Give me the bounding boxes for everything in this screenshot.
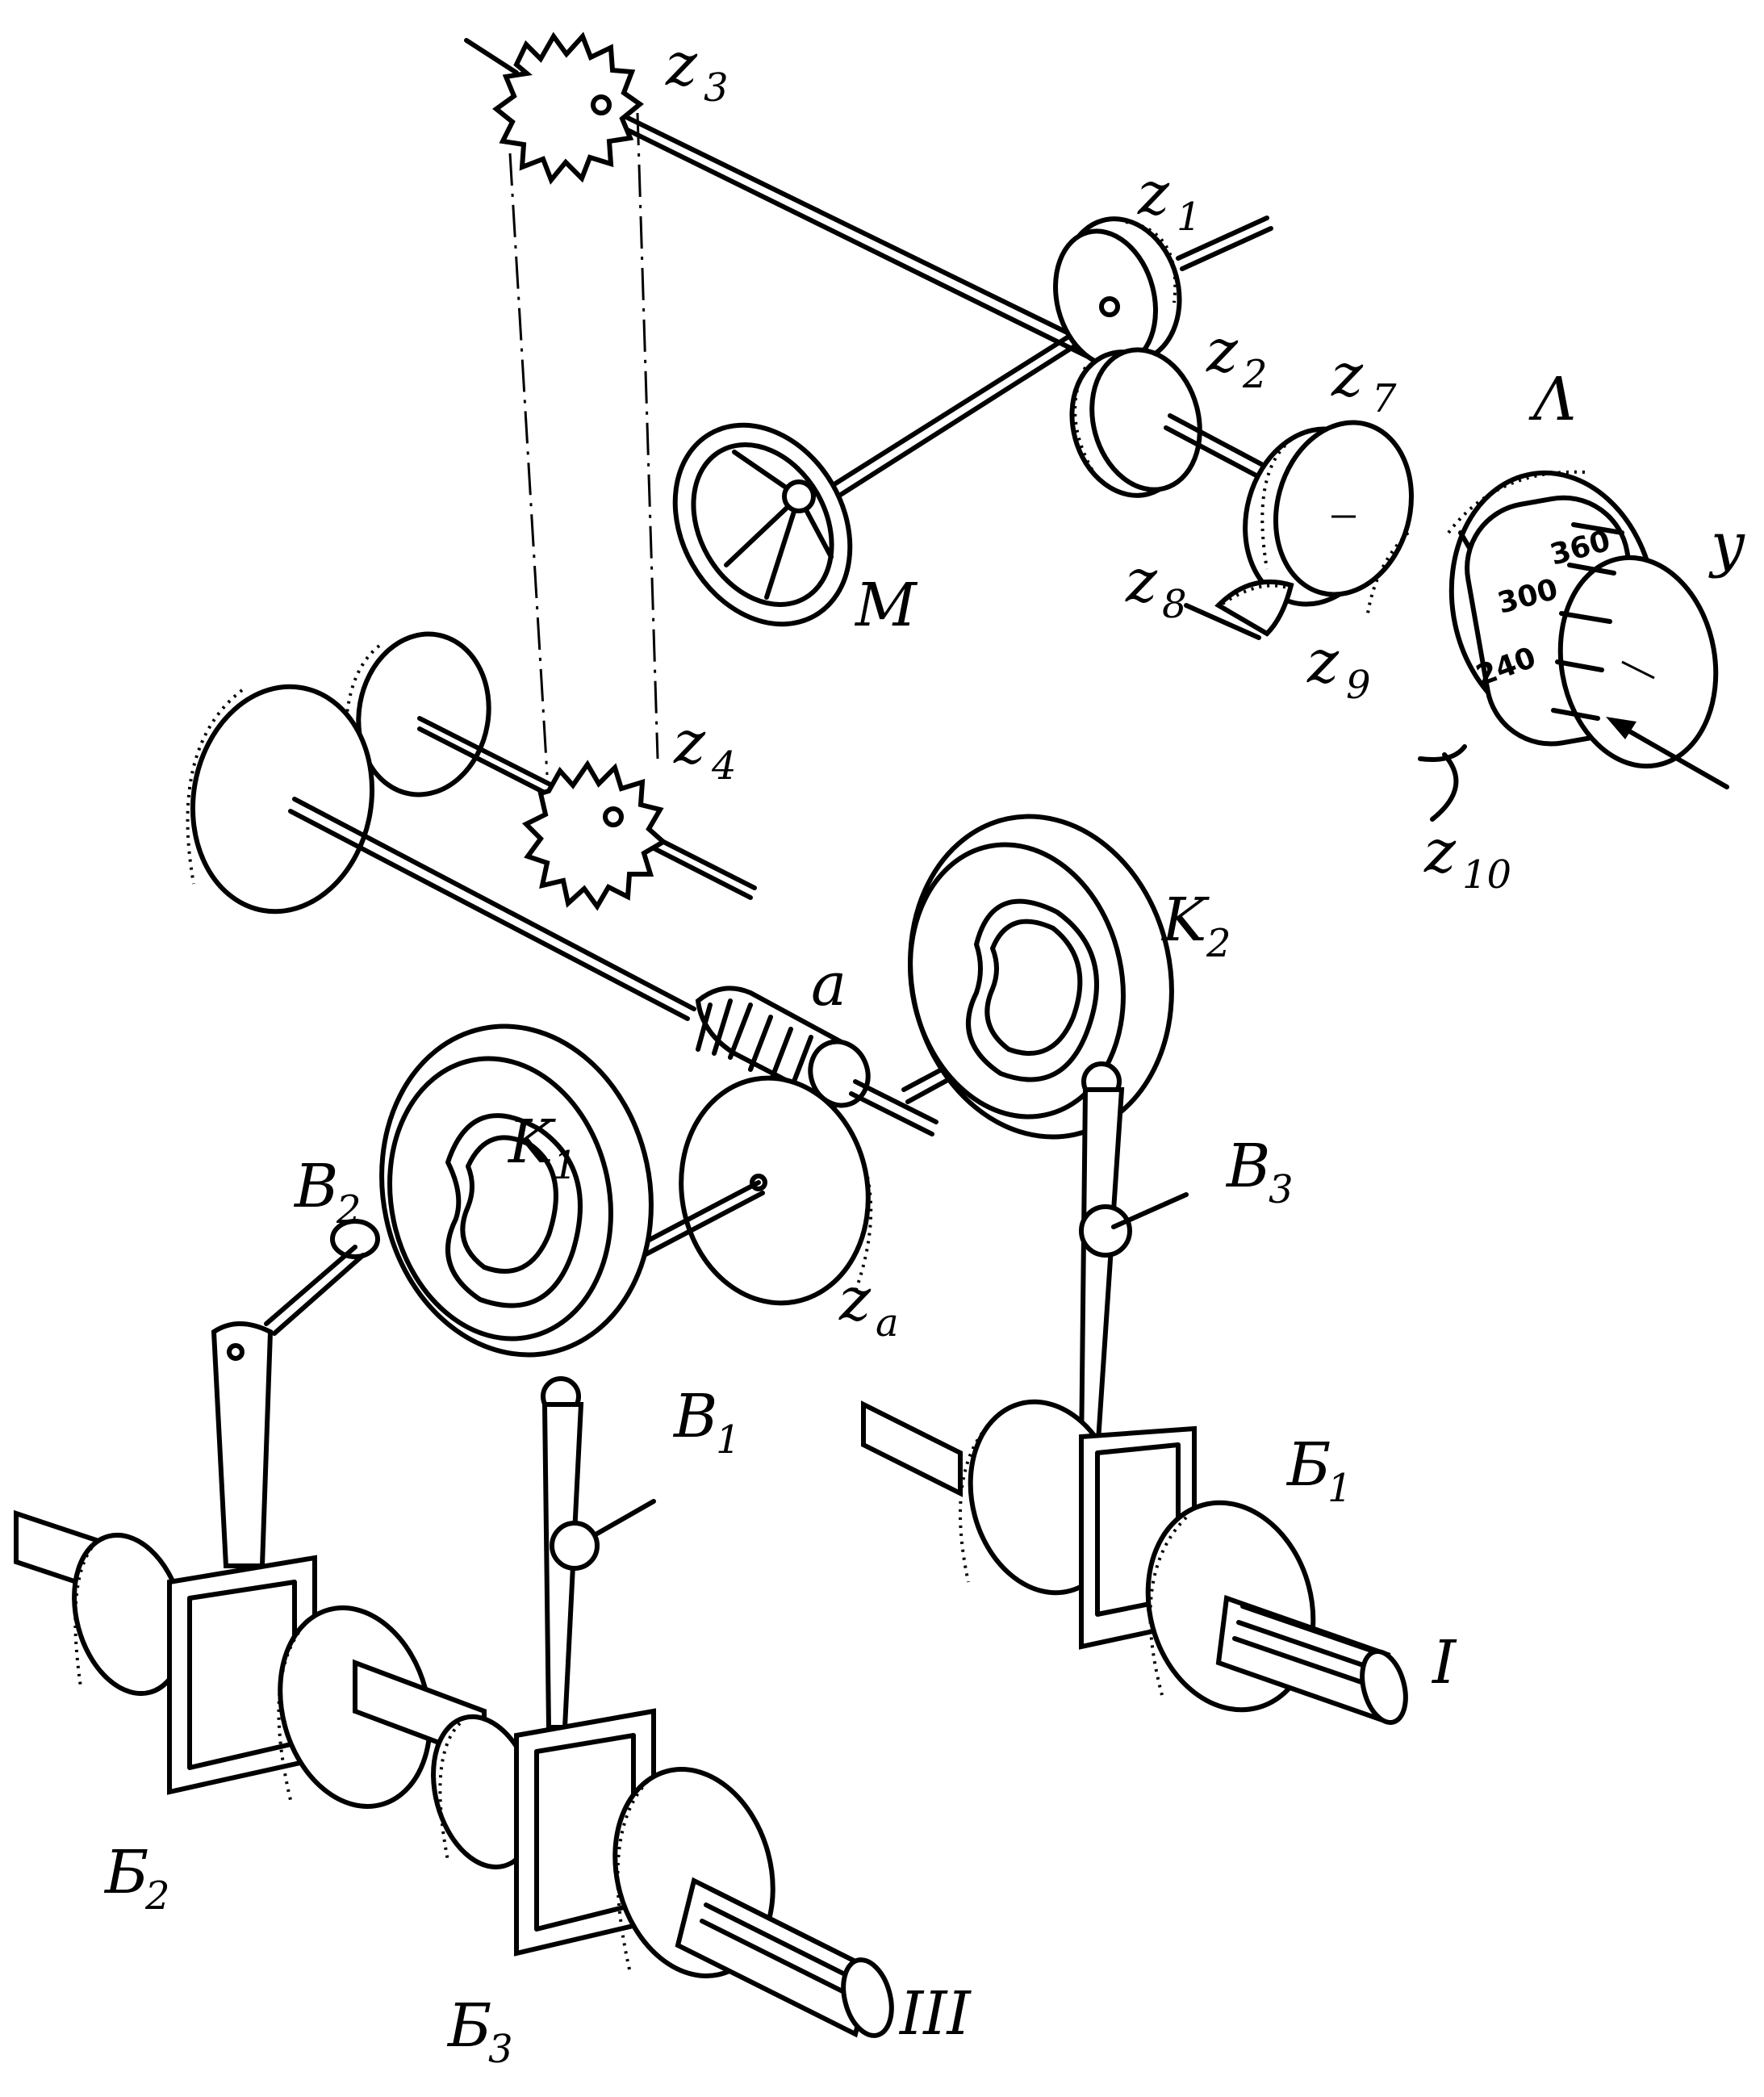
svg-text:1: 1	[553, 1143, 578, 1188]
label-z9: z 9	[1306, 627, 1371, 708]
label-lambda: Λ	[1528, 365, 1576, 434]
svg-text:B: B	[293, 1152, 338, 1221]
label-b1: B 1	[672, 1382, 741, 1463]
label-shaft-iii: III	[898, 1979, 972, 2049]
svg-text:Б: Б	[103, 1838, 148, 1907]
svg-text:2: 2	[144, 1873, 170, 1919]
projection-line-right	[636, 112, 659, 760]
svg-text:Λ: Λ	[1528, 365, 1576, 434]
dial-lambda: 360 300 240	[1447, 470, 1719, 769]
svg-text:2: 2	[1206, 921, 1231, 966]
label-b2: B 2	[293, 1152, 362, 1233]
svg-text:8: 8	[1162, 582, 1187, 627]
input-arrow-icon	[1606, 717, 1729, 789]
svg-text:9: 9	[1346, 663, 1371, 708]
svg-text:z: z	[665, 30, 698, 99]
label-z3: z 3	[665, 30, 729, 111]
svg-text:a: a	[876, 1300, 899, 1346]
label-be3: Б 3	[446, 1991, 513, 2072]
label-z2: z 2	[1206, 316, 1268, 397]
label-shaft-i: I	[1431, 1628, 1457, 1697]
middle-gear-pair	[186, 631, 757, 1021]
svg-text:z: z	[1423, 817, 1457, 886]
clutch-be1	[861, 1399, 1408, 1725]
label-y: y	[1708, 510, 1745, 580]
gear-z4	[521, 760, 668, 911]
label-be2: Б 2	[103, 1838, 170, 1919]
svg-text:z: z	[1306, 627, 1340, 697]
svg-text:M: M	[854, 571, 918, 640]
gear-z3	[492, 31, 644, 185]
svg-text:4: 4	[711, 743, 737, 789]
cam-k2	[908, 814, 1174, 1140]
label-za: z a	[838, 1265, 899, 1346]
handwheel-m	[672, 422, 853, 627]
lever-b2	[211, 1219, 380, 1568]
label-m: M	[854, 571, 918, 640]
label-z4: z 4	[673, 708, 737, 789]
gear-z7	[1243, 420, 1414, 607]
label-z10: z 10	[1423, 817, 1511, 898]
svg-text:y: y	[1708, 510, 1745, 580]
label-a: a	[811, 950, 846, 1019]
clutch-be2-be3	[14, 1509, 894, 2038]
svg-text:K: K	[1160, 885, 1210, 955]
svg-text:III: III	[898, 1979, 972, 2049]
gear-za	[595, 1075, 873, 1306]
svg-text:z: z	[1331, 341, 1364, 410]
svg-text:2: 2	[1242, 352, 1268, 397]
svg-text:z: z	[1125, 546, 1158, 616]
label-b3: B 3	[1225, 1132, 1294, 1212]
gear-z10	[1366, 531, 1467, 822]
svg-text:2: 2	[336, 1187, 362, 1233]
gear-z2	[1069, 347, 1302, 498]
label-k1: K 1	[507, 1107, 578, 1188]
handwheel-shaft	[813, 308, 1116, 509]
svg-text:1: 1	[716, 1417, 741, 1463]
svg-text:z: z	[1206, 316, 1239, 386]
gear-z8	[1184, 579, 1294, 640]
svg-text:3: 3	[1269, 1167, 1294, 1212]
label-z7: z 7	[1331, 341, 1397, 421]
svg-text:K: K	[507, 1107, 556, 1177]
lever-b1	[541, 1376, 656, 1730]
svg-text:B: B	[1225, 1132, 1270, 1201]
label-k2: K 2	[1160, 885, 1231, 966]
cam-k1	[379, 1023, 654, 1358]
svg-text:1: 1	[1327, 1466, 1352, 1511]
upper-shaft	[464, 38, 1124, 374]
svg-text:7: 7	[1372, 376, 1397, 421]
label-be1: Б 1	[1285, 1430, 1352, 1511]
svg-text:10: 10	[1462, 852, 1511, 898]
svg-text:z: z	[838, 1265, 872, 1334]
svg-text:3: 3	[488, 2027, 513, 2072]
svg-text:Б: Б	[446, 1991, 491, 2061]
projection-line-left	[508, 153, 549, 776]
lever-b3	[1078, 1061, 1189, 1455]
svg-text:I: I	[1431, 1628, 1457, 1697]
label-z1: z 1	[1137, 159, 1202, 240]
label-z8: z 8	[1125, 546, 1187, 627]
svg-text:z: z	[1137, 159, 1170, 228]
svg-text:Б: Б	[1285, 1430, 1331, 1500]
svg-text:3: 3	[704, 65, 729, 111]
svg-text:a: a	[811, 950, 846, 1019]
svg-text:1: 1	[1177, 195, 1202, 240]
svg-text:B: B	[672, 1382, 717, 1451]
svg-text:z: z	[673, 708, 706, 777]
